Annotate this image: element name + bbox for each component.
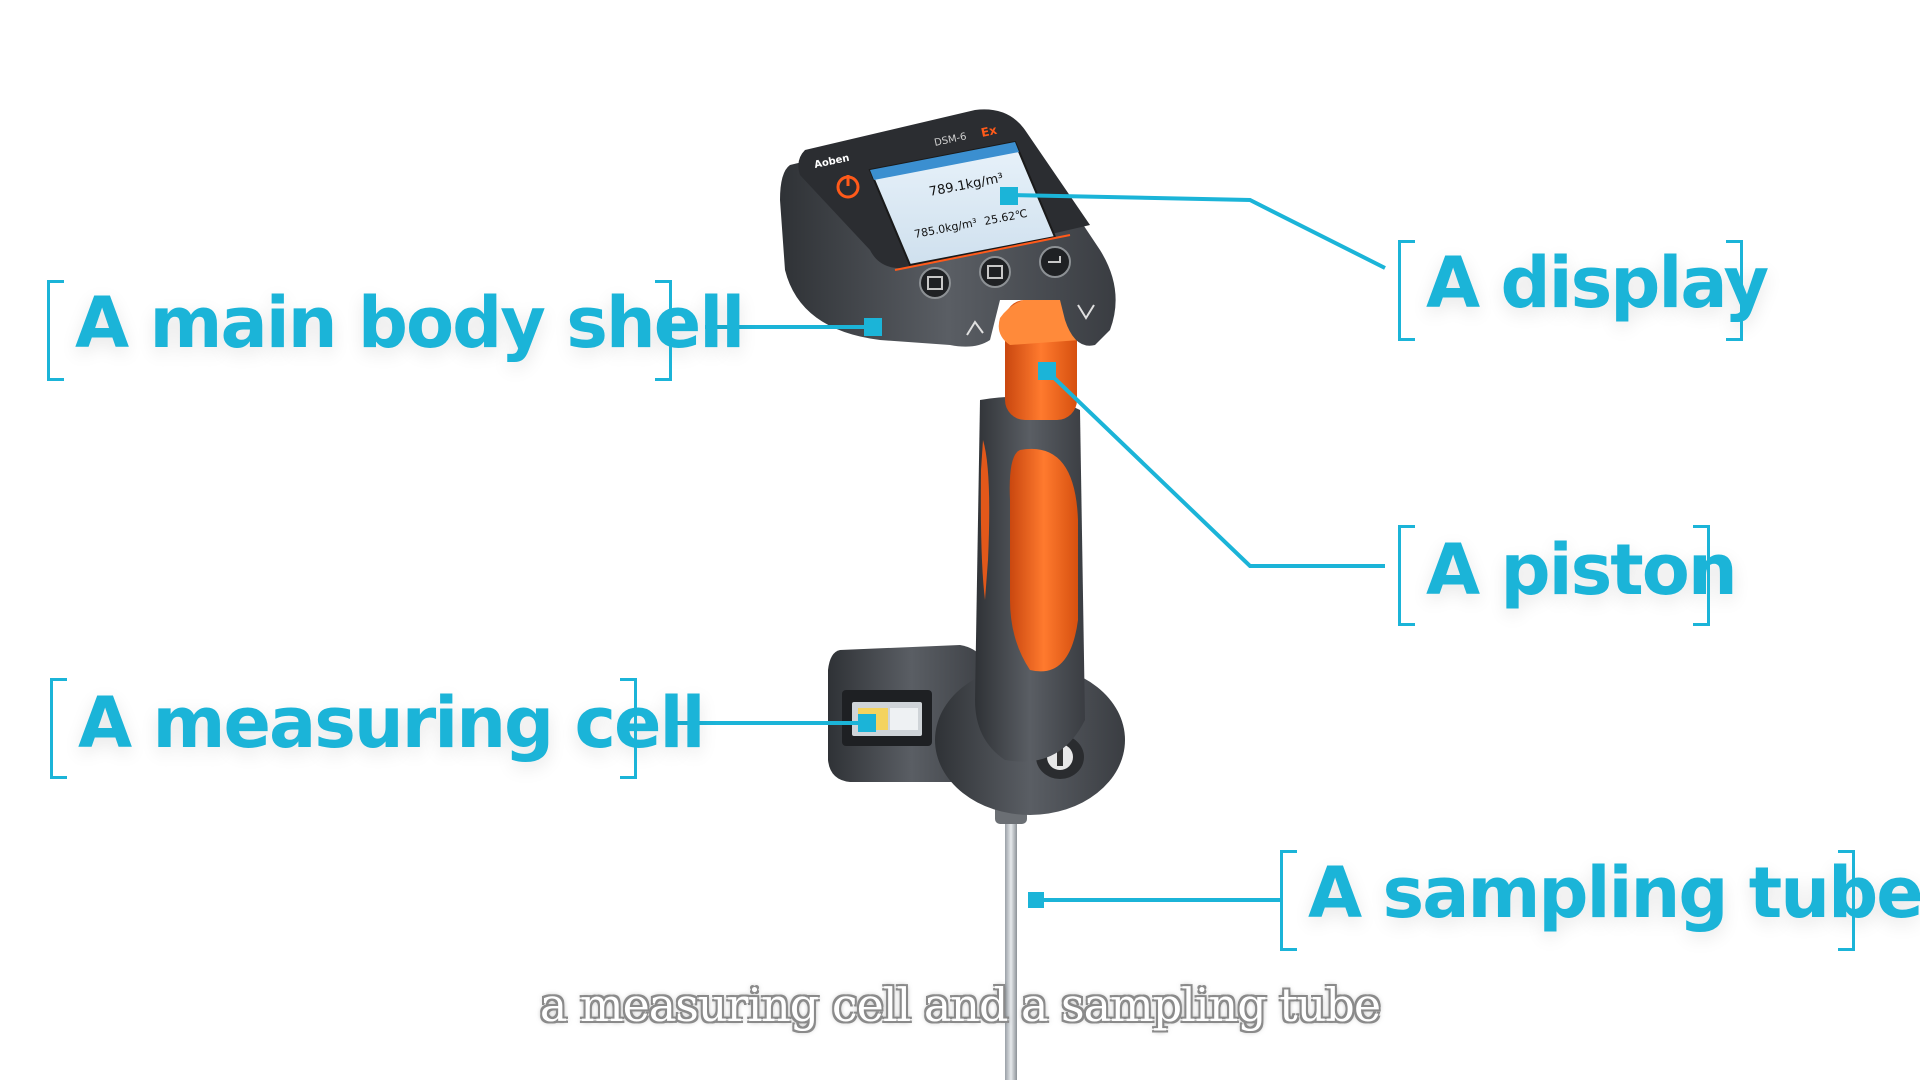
leader-dot-display: [1000, 187, 1018, 205]
bracket-measuring-cell-left: [50, 678, 67, 779]
leader-dot-piston: [1038, 362, 1056, 380]
bracket-display-left: [1398, 240, 1415, 341]
sampling-tube-shape: [1005, 810, 1017, 1080]
bracket-main-body-shell-left: [47, 280, 64, 381]
bracket-piston-left: [1398, 525, 1415, 626]
ex-mark: Ex: [980, 123, 999, 140]
bracket-sampling-tube-left: [1280, 850, 1297, 951]
grip-shape: [1009, 448, 1078, 672]
bracket-sampling-tube-right: [1838, 850, 1855, 951]
bracket-piston-right: [1693, 525, 1710, 626]
label-piston: A piston: [1426, 529, 1738, 611]
bracket-measuring-cell-right: [620, 678, 637, 779]
video-subtitle: a measuring cell and a sampling tube: [539, 978, 1381, 1032]
up-arrow-icon: [966, 320, 984, 336]
leader-dot-sampling-tube: [1028, 892, 1044, 908]
leader-dot-main-body-shell: [864, 318, 882, 336]
leader-dot-measuring-cell: [858, 714, 876, 732]
menu-button: [919, 267, 951, 299]
down-arrow-icon: [1077, 304, 1095, 320]
label-measuring-cell: A measuring cell: [78, 682, 705, 764]
label-display: A display: [1426, 242, 1769, 324]
label-sampling-tube: A sampling tube: [1308, 852, 1920, 934]
leader-line-piston: [1046, 370, 1385, 568]
bracket-display-right: [1726, 240, 1743, 341]
bracket-main-body-shell-right: [655, 280, 672, 381]
leader-line-display: [1007, 193, 1386, 270]
label-main-body-shell: A main body shell: [75, 282, 745, 364]
save-button: [979, 256, 1011, 288]
